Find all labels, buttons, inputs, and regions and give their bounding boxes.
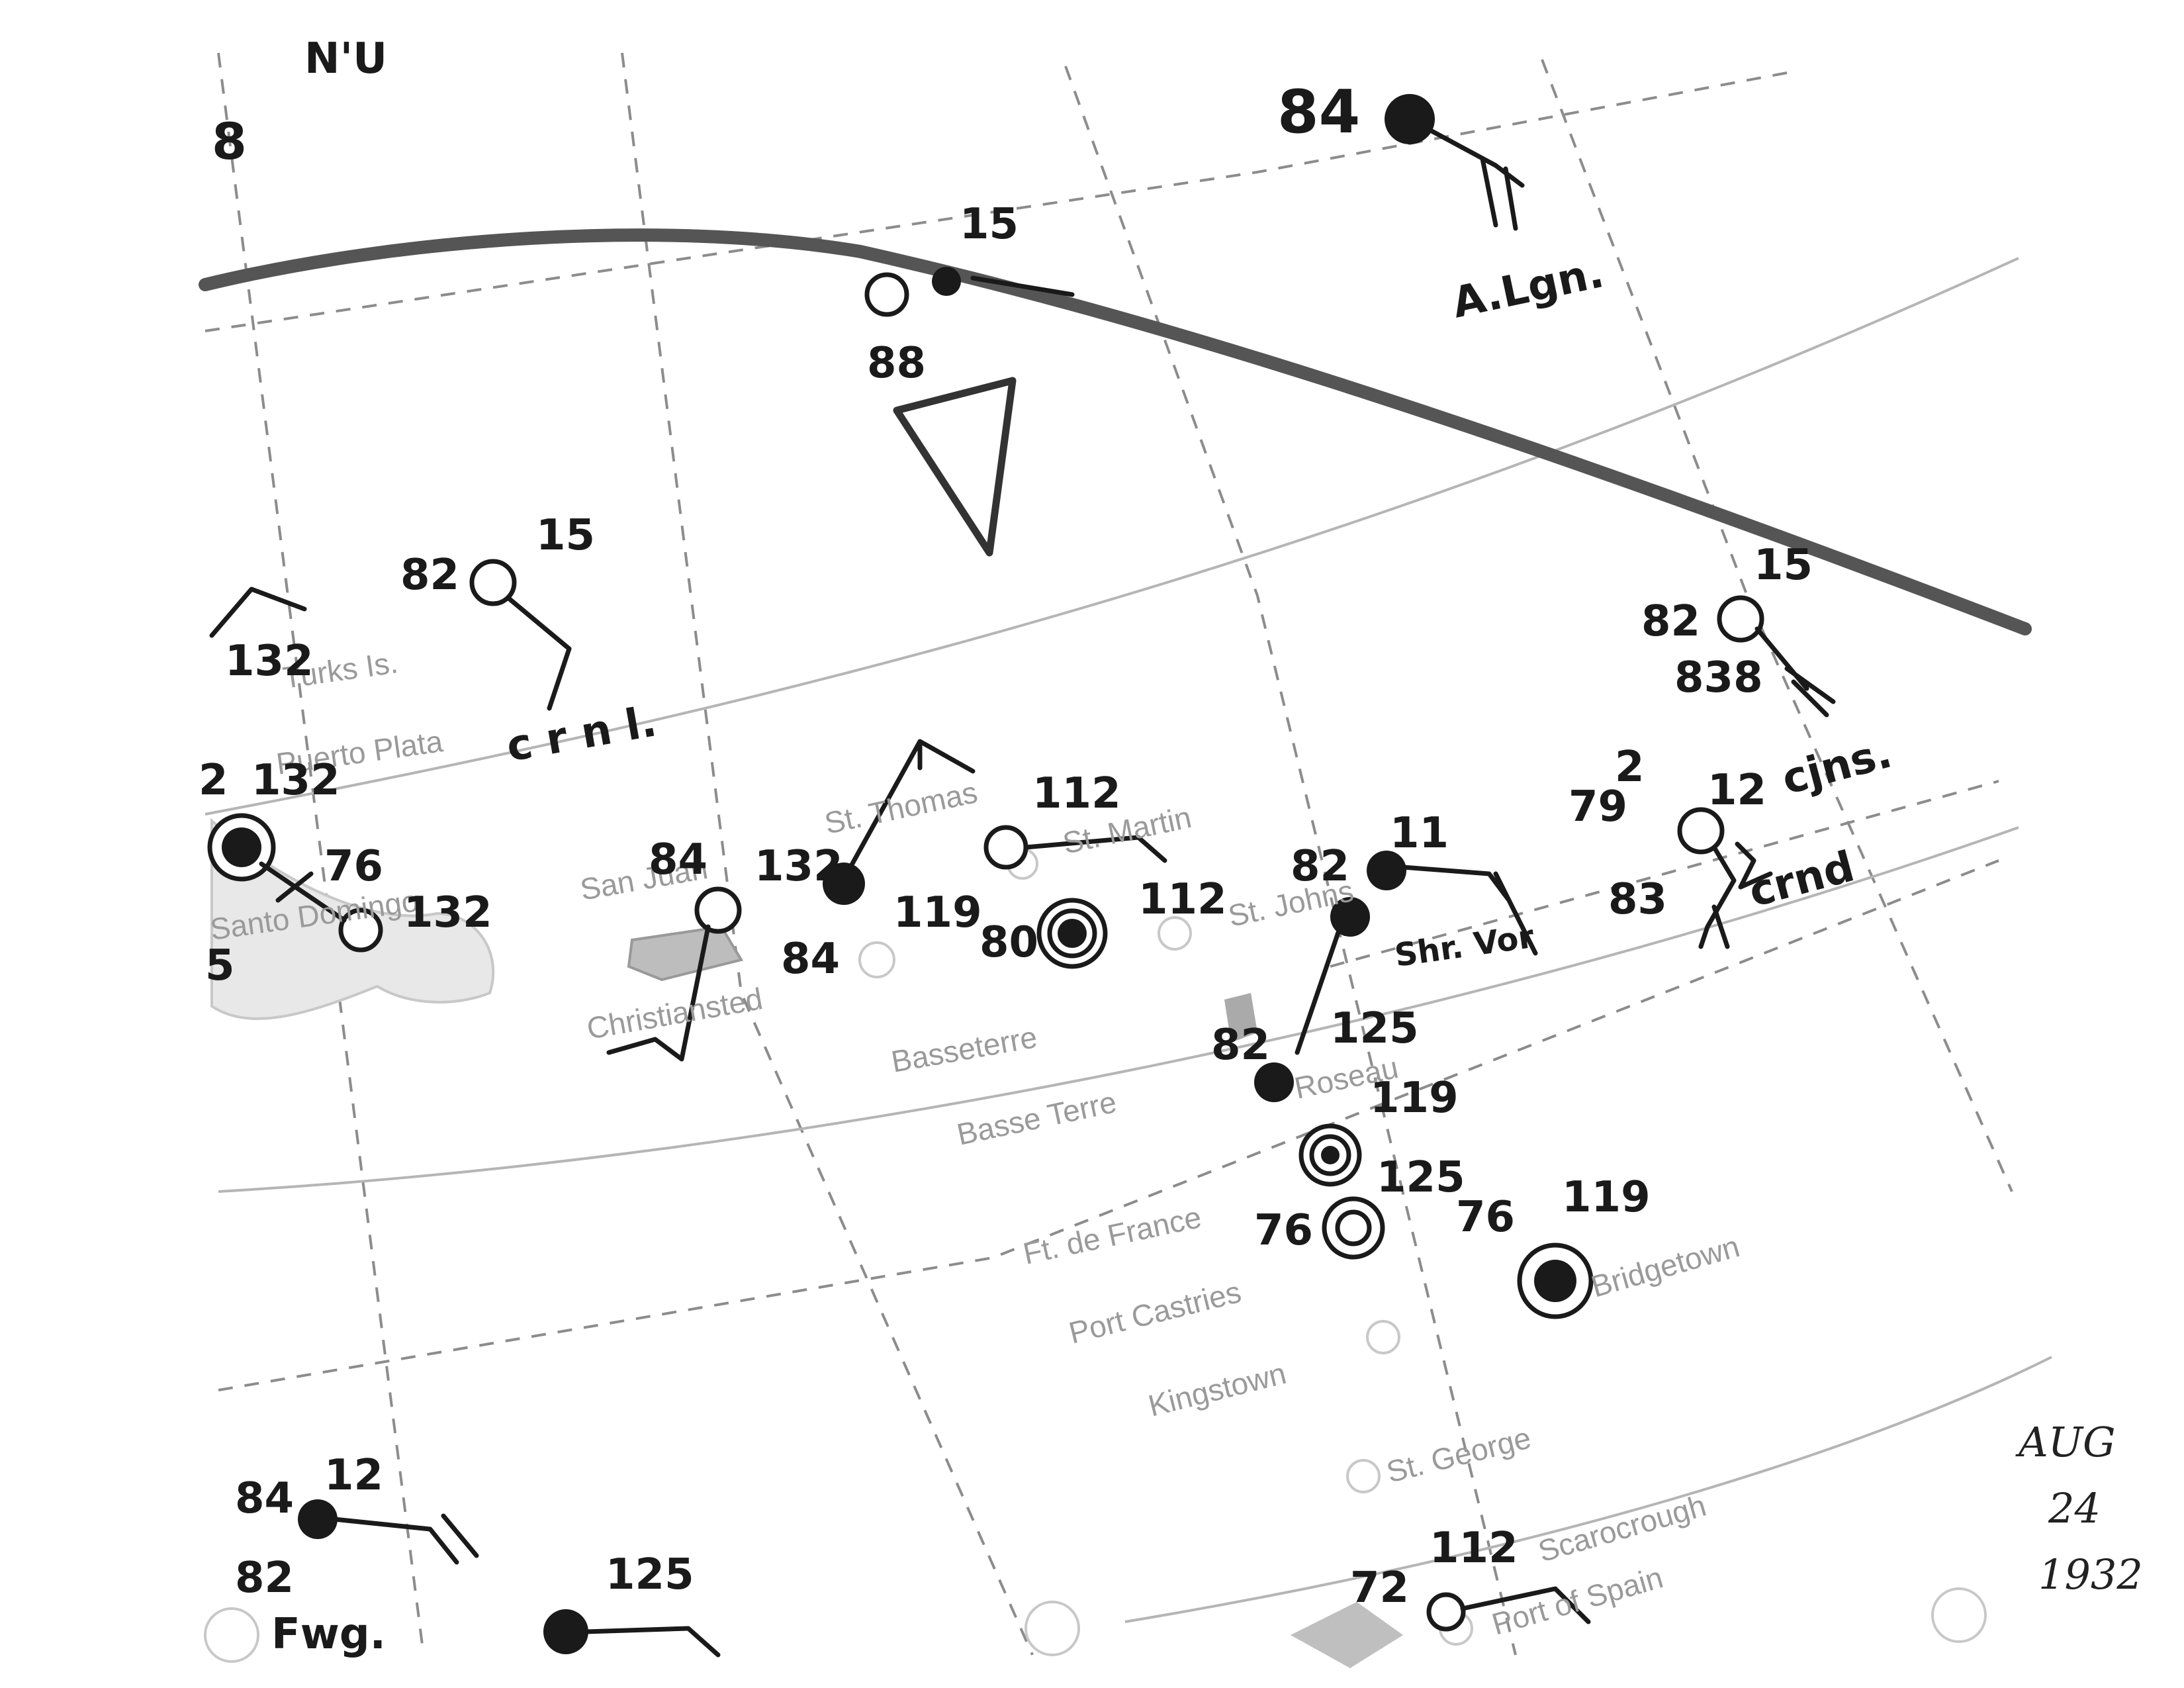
num-12-cjns: 12 xyxy=(1707,766,1766,815)
num-132-turks: 132 xyxy=(225,637,314,686)
handwritten-annotations: N'U A.Lgn. c r n l. cjns. crnd Shr. Vor … xyxy=(199,34,1897,1659)
num-132-pp: 132 xyxy=(251,756,340,805)
num-119-st: 119 xyxy=(893,888,982,937)
num-79: 79 xyxy=(1569,782,1627,831)
date-year: 1932 xyxy=(2038,1550,2143,1599)
date-month: AUG xyxy=(2015,1418,2116,1466)
num-119-dom: 119 xyxy=(1370,1074,1459,1123)
num-2: 2 xyxy=(199,756,228,805)
date-note: AUG 24 1932 xyxy=(2015,1418,2143,1599)
num-76-sd: 76 xyxy=(324,842,383,891)
ann-fwg: Fwg. xyxy=(271,1610,386,1659)
place-st-thomas: St. Thomas xyxy=(821,774,980,841)
num-82-bottom: 82 xyxy=(235,1554,294,1603)
place-port-castries: Port Castries xyxy=(1066,1274,1245,1350)
ann-ship-stn: Shr. Vor xyxy=(1392,918,1537,974)
num-84-st: 84 xyxy=(781,935,840,984)
ann-crnd: crnd xyxy=(1744,842,1860,917)
num-88: 88 xyxy=(867,339,926,388)
num-82-cjns: 82 xyxy=(1641,597,1700,646)
num-80: 80 xyxy=(979,918,1038,967)
date-day: 24 xyxy=(2048,1484,2101,1532)
place-basseterre: Basseterre xyxy=(889,1019,1040,1079)
num-18: 8 xyxy=(212,112,247,171)
place-kingstown: Kingstown xyxy=(1145,1356,1290,1423)
num-119-barb: 119 xyxy=(1562,1173,1651,1222)
num-15-cjns: 15 xyxy=(1754,541,1813,590)
ann-a-lgn: A.Lgn. xyxy=(1448,248,1608,328)
station-models xyxy=(207,94,1836,1658)
num-82-guad: 82 xyxy=(1211,1021,1270,1070)
place-labels: Turks Is. Puerto Plata Santo Domingo St.… xyxy=(208,645,1743,1642)
num-82-ant: 82 xyxy=(1291,842,1349,891)
ann-crnl: c r n l. xyxy=(503,697,660,771)
place-st-george: St. George xyxy=(1383,1420,1534,1489)
num-112-mid: 112 xyxy=(1138,875,1227,924)
num-838: 838 xyxy=(1674,653,1763,702)
place-basse-terre: Basse Terre xyxy=(954,1084,1119,1152)
num-76-barb: 76 xyxy=(1456,1193,1515,1242)
num-15-crnl: 15 xyxy=(536,511,595,560)
graticule xyxy=(205,52,2052,1656)
num-112-bottom: 112 xyxy=(1430,1524,1518,1573)
header-fragment: N'U xyxy=(304,34,387,83)
num-5: 5 xyxy=(205,941,235,990)
num-125-mart: 125 xyxy=(1377,1153,1465,1202)
num-112-sm: 112 xyxy=(1032,769,1121,818)
place-christiansted: Christiansted xyxy=(584,981,765,1046)
place-scarborough: Scarocrough xyxy=(1534,1488,1709,1569)
num-132-sd: 132 xyxy=(404,888,492,937)
num-12-bottom: 12 xyxy=(324,1451,383,1500)
storm-center-triangle xyxy=(893,377,1017,557)
num-76-mart: 76 xyxy=(1254,1206,1313,1255)
num-83: 83 xyxy=(1608,875,1667,924)
num-125-bottom: 125 xyxy=(606,1550,694,1599)
num-2-cjns: 2 xyxy=(1615,743,1645,792)
ann-cjns: cjns. xyxy=(1777,729,1897,805)
num-132-st: 132 xyxy=(754,842,843,891)
num-82-crnl: 82 xyxy=(400,551,459,600)
num-72: 72 xyxy=(1350,1564,1409,1613)
num-11: 11 xyxy=(1390,809,1449,858)
num-84-sj: 84 xyxy=(649,835,707,884)
num-84-bottom: 84 xyxy=(235,1474,294,1523)
num-125-guad: 125 xyxy=(1330,1004,1419,1053)
place-bridgetown: Bridgetown xyxy=(1587,1229,1743,1303)
num-15-track: 15 xyxy=(960,200,1019,249)
num-84-top: 84 xyxy=(1277,77,1360,147)
